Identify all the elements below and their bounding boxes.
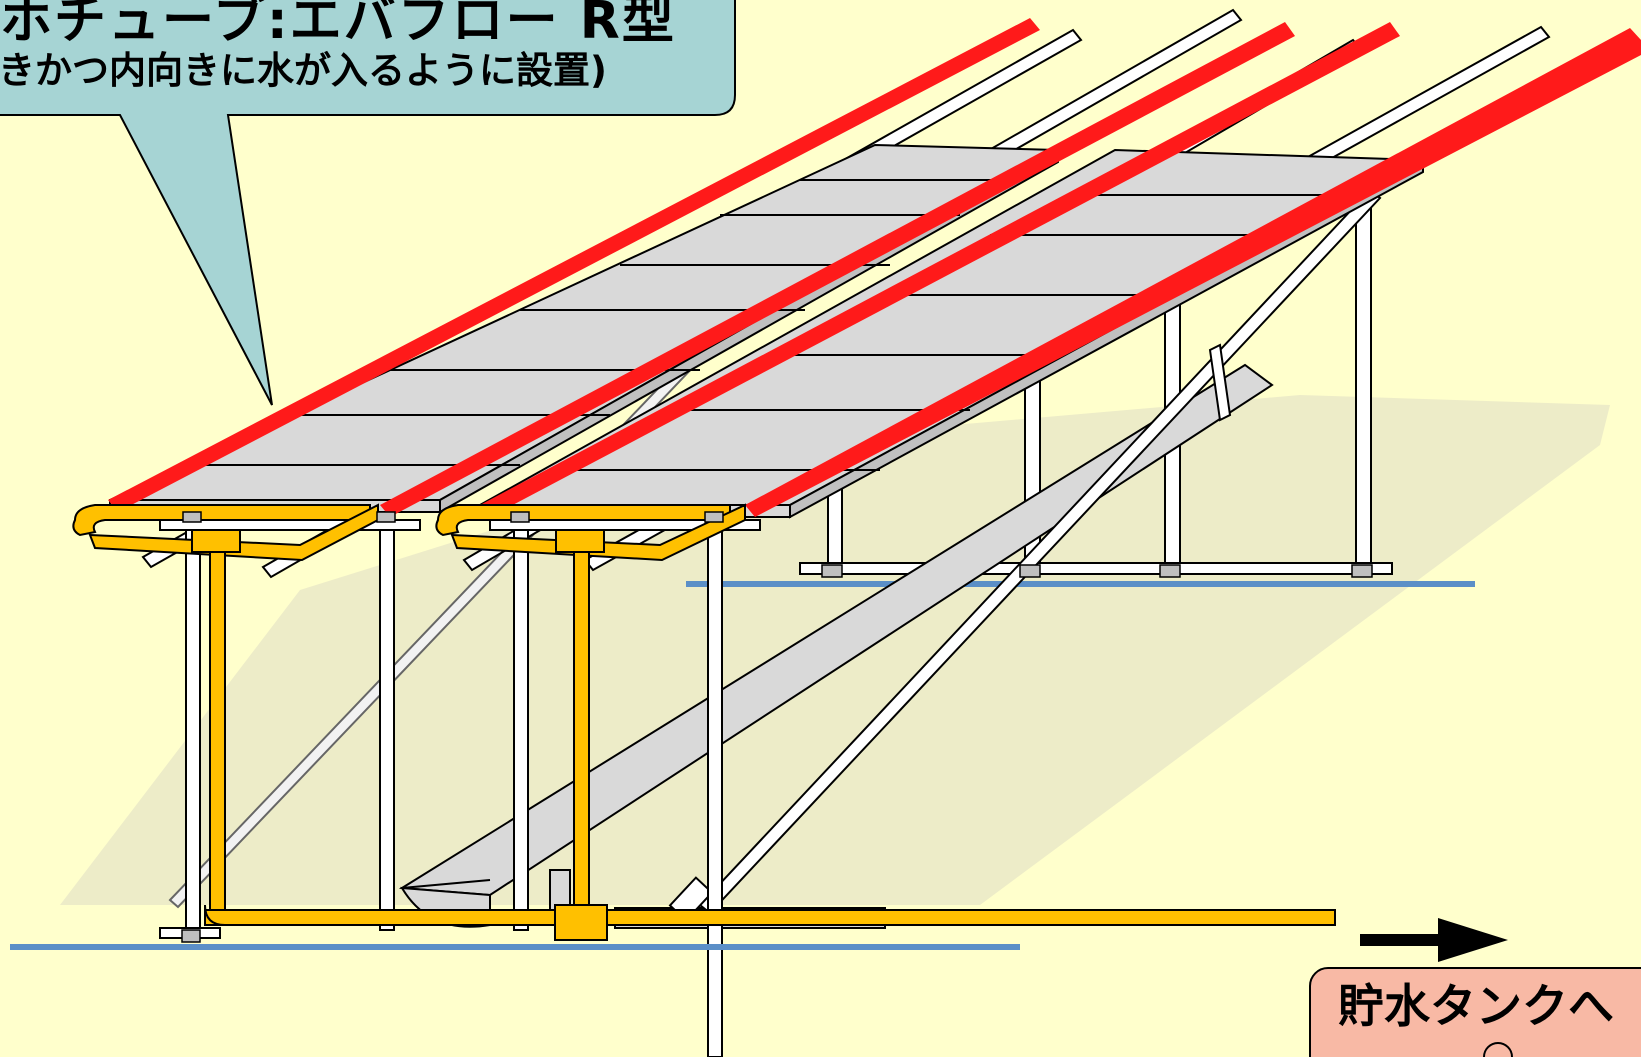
- callout-note: きかつ内向きに水が入るように設置): [0, 49, 607, 92]
- yellow-drain-pipes: [72, 503, 1336, 941]
- callout-bubble: [0, 0, 736, 406]
- bolts: [181, 511, 1373, 943]
- tank-label: 貯水タンクへ: [1338, 979, 1614, 1033]
- callout-title: ホチューブ:エバフロー R型: [0, 0, 676, 51]
- right-arrow-icon: [1360, 918, 1508, 962]
- tank-label-box: [1309, 967, 1641, 1057]
- red-tubes: [108, 18, 1641, 517]
